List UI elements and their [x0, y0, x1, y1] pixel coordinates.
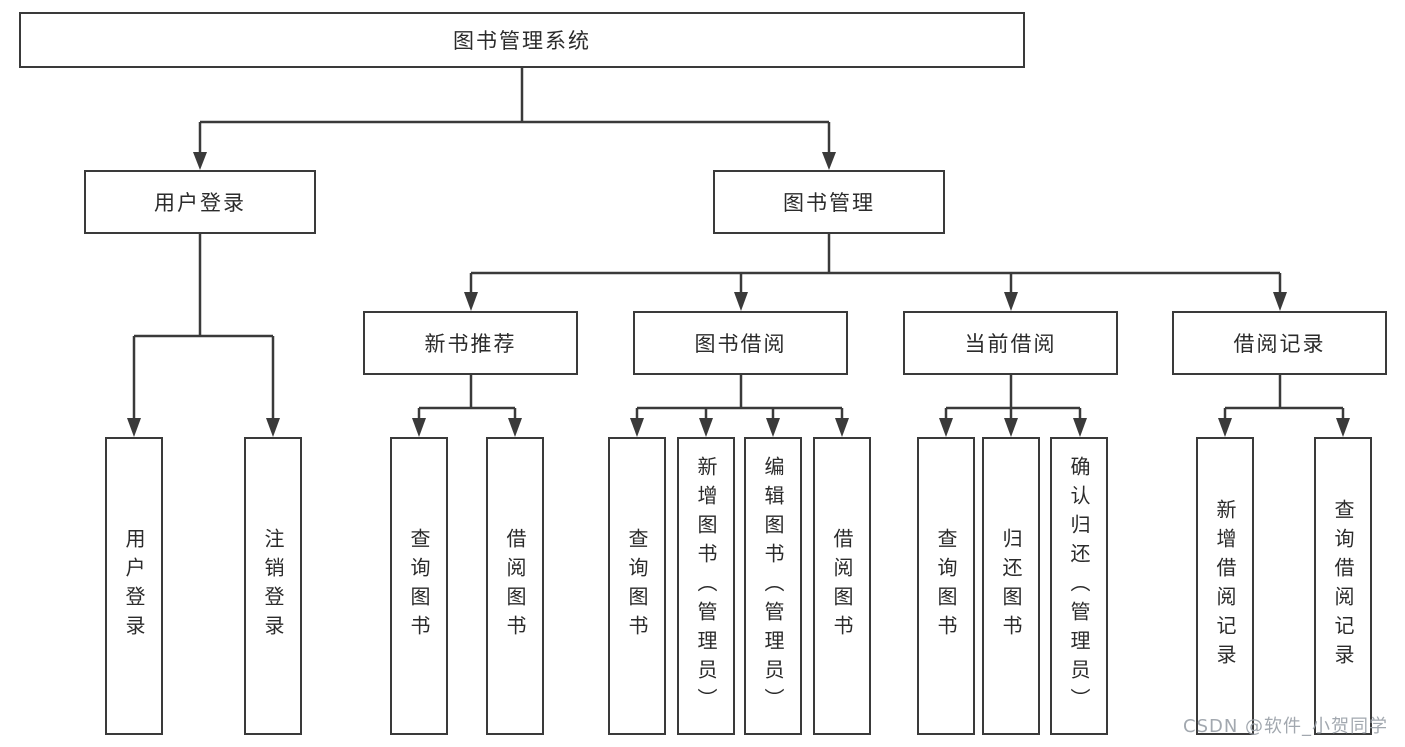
leaf-borrow-books: 借阅图书: [813, 437, 871, 735]
arrowhead: [464, 292, 478, 311]
arrowhead: [412, 418, 426, 437]
leaf-query-books-current: 查询图书: [917, 437, 975, 735]
leaf-label: 新增图书（管理员）: [694, 455, 718, 717]
arrowhead: [127, 418, 141, 437]
leaf-edit-book-admin: 编辑图书（管理员）: [744, 437, 802, 735]
csdn-watermark: CSDN @软件_小贺同学: [1183, 716, 1389, 737]
leaf-label: 借阅图书: [503, 528, 527, 644]
node-book-borrowing: 图书借阅: [633, 311, 848, 375]
connector-current-borrow-to-leaves: [944, 375, 1082, 421]
arrowhead: [266, 418, 280, 437]
leaf-label: 注销登录: [261, 528, 285, 644]
arrowhead: [193, 152, 207, 170]
leaf-label: 确认归还（管理员）: [1067, 455, 1091, 717]
arrowhead: [1336, 418, 1350, 437]
leaf-label: 用户登录: [122, 528, 146, 644]
connector-new-book-to-leaves: [417, 375, 517, 421]
connector-book-mgmt-to-level3: [469, 234, 1282, 294]
leaf-confirm-return-admin: 确认归还（管理员）: [1050, 437, 1108, 735]
leaf-label: 查询借阅记录: [1331, 499, 1355, 673]
leaf-label: 归还图书: [999, 528, 1023, 644]
node-new-book-recommendation: 新书推荐: [363, 311, 578, 375]
arrowhead: [1073, 418, 1087, 437]
arrowhead: [699, 418, 713, 437]
leaf-query-books-borrowing: 查询图书: [608, 437, 666, 735]
node-library-management-system: 图书管理系统: [19, 12, 1025, 68]
leaf-add-borrow-record: 新增借阅记录: [1196, 437, 1254, 735]
arrowhead: [734, 292, 748, 311]
leaf-add-book-admin: 新增图书（管理员）: [677, 437, 735, 735]
leaf-label: 编辑图书（管理员）: [761, 455, 785, 717]
arrowhead: [1218, 418, 1232, 437]
leaf-return-book: 归还图书: [982, 437, 1040, 735]
leaf-borrow-books-recommend: 借阅图书: [486, 437, 544, 735]
arrowhead: [939, 418, 953, 437]
node-book-management: 图书管理: [713, 170, 945, 234]
arrowhead: [1004, 418, 1018, 437]
leaf-logout: 注销登录: [244, 437, 302, 735]
leaf-query-books-recommend: 查询图书: [390, 437, 448, 735]
arrowhead: [835, 418, 849, 437]
leaf-user-login: 用户登录: [105, 437, 163, 735]
arrowhead: [822, 152, 836, 170]
arrowhead: [508, 418, 522, 437]
arrowhead: [1273, 292, 1287, 311]
node-borrowing-records: 借阅记录: [1172, 311, 1387, 375]
leaf-label: 查询图书: [407, 528, 431, 644]
leaf-query-borrow-record: 查询借阅记录: [1314, 437, 1372, 735]
node-current-borrowing: 当前借阅: [903, 311, 1118, 375]
connector-borrow-records-to-leaves: [1223, 375, 1345, 421]
leaf-label: 新增借阅记录: [1213, 499, 1237, 673]
leaf-label: 查询图书: [625, 528, 649, 644]
node-user-login: 用户登录: [84, 170, 316, 234]
connector-book-borrow-to-leaves: [635, 375, 844, 421]
leaf-label: 借阅图书: [830, 528, 854, 644]
arrowhead: [1004, 292, 1018, 311]
connector-user-login-to-leaves: [132, 234, 275, 421]
connector-root-to-level2: [198, 68, 831, 153]
arrowhead: [630, 418, 644, 437]
leaf-label: 查询图书: [934, 528, 958, 644]
arrowhead: [766, 418, 780, 437]
